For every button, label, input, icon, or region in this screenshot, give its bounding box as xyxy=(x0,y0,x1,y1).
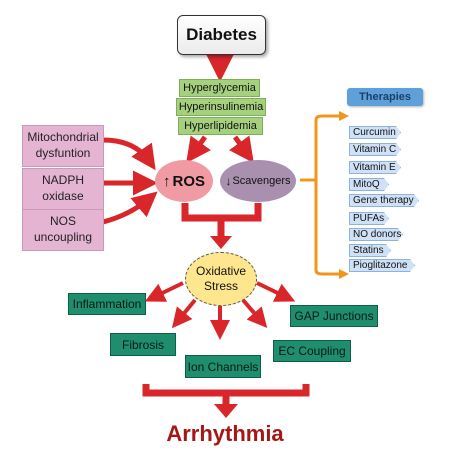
arrow-ox-fibrosis xyxy=(171,298,197,329)
therapy-label: PUFAs xyxy=(353,213,385,224)
therapy-label: Pioglitazone xyxy=(353,260,408,271)
therapy-item: PUFAs xyxy=(349,212,389,225)
diabetes-box: Diabetes xyxy=(177,15,266,55)
condition-label: Hyperinsulinemia xyxy=(178,101,264,113)
condition-label: Hyperglycemia xyxy=(183,82,256,94)
therapy-item: MitoQ xyxy=(349,178,389,191)
arrow-nos-ros xyxy=(102,191,158,225)
condition-label: Hyperlipidemia xyxy=(184,120,257,132)
therapy-label: Gene therapy xyxy=(353,195,414,206)
arrow-to-scavengers xyxy=(229,135,254,164)
arrow-ox-inflammation xyxy=(144,281,184,302)
source-line: Mitochondrial xyxy=(27,130,99,145)
arrow-into-oxidative xyxy=(210,236,232,249)
therapy-item: Vitamin C xyxy=(349,143,401,156)
effect-label: EC Coupling xyxy=(278,344,346,358)
down-arrow-icon: ↓ xyxy=(225,174,232,188)
arrhythmia-title: Arrhythmia xyxy=(166,421,284,446)
arrow-mito-ros xyxy=(102,137,156,171)
effect-ec-coupling: EC Coupling xyxy=(273,340,351,362)
condition-hyperinsulinemia: Hyperinsulinemia xyxy=(176,98,266,116)
source-line: NADPH xyxy=(41,173,84,188)
source-line: oxidase xyxy=(42,189,84,203)
oxidative-line: Oxidative xyxy=(195,264,247,278)
condition-hyperglycemia: Hyperglycemia xyxy=(179,79,260,97)
effect-label: Inflammation xyxy=(72,297,142,311)
ros-node: ↑ ROS xyxy=(155,160,213,202)
effect-label: Fibrosis xyxy=(121,337,164,352)
therapies-bracket xyxy=(300,114,340,276)
therapy-label: Curcumin xyxy=(353,127,396,138)
diabetes-label: Diabetes xyxy=(186,25,257,44)
therapy-label: Vitamin E xyxy=(353,162,396,173)
effect-gap-junctions: GAP Junctions xyxy=(290,305,378,327)
ros-label: ROS xyxy=(172,172,205,190)
therapy-label: Vitamin C xyxy=(353,144,397,155)
therapy-item: NO donors xyxy=(349,228,403,241)
therapy-item: Vitamin E xyxy=(349,161,401,174)
therapy-item: Statins xyxy=(349,244,391,257)
scavengers-label: Scavengers xyxy=(232,175,291,187)
therapies-title-label: Therapies xyxy=(359,91,411,103)
arrow-into-arrhythmia xyxy=(214,404,238,418)
arrow-to-ros xyxy=(186,135,211,164)
bracket-ros-oxidative xyxy=(181,203,262,240)
therapies-bracket-arrow-bottom xyxy=(339,269,349,279)
source-line: NOS xyxy=(49,214,76,229)
condition-hyperlipidemia: Hyperlipidemia xyxy=(178,117,263,135)
effect-ion-channels: Ion Channels xyxy=(185,355,261,378)
arrow-ox-gap xyxy=(256,281,296,302)
up-arrow-icon: ↑ xyxy=(162,172,171,190)
therapies-bracket-arrow-top xyxy=(339,111,349,121)
effect-inflammation: Inflammation xyxy=(68,293,146,315)
therapy-item: Gene therapy xyxy=(349,194,419,207)
oxidative-line: Stress xyxy=(203,279,238,293)
arrow-ox-ec xyxy=(241,298,268,329)
source-line: uncoupling xyxy=(33,230,93,244)
effect-fibrosis: Fibrosis xyxy=(110,333,176,356)
therapies-title: Therapies xyxy=(347,88,423,106)
therapy-label: NO donors xyxy=(353,229,402,240)
source-line: dysfuntion xyxy=(35,146,91,160)
therapy-label: Statins xyxy=(353,245,384,256)
therapy-label: MitoQ xyxy=(353,179,380,190)
scavengers-node: ↓ Scavengers xyxy=(220,160,296,202)
therapy-item: Curcumin xyxy=(349,126,401,139)
therapy-item: Pioglitazone xyxy=(349,259,415,272)
effect-label: Ion Channels xyxy=(187,359,259,374)
effect-label: GAP Junctions xyxy=(294,309,374,323)
